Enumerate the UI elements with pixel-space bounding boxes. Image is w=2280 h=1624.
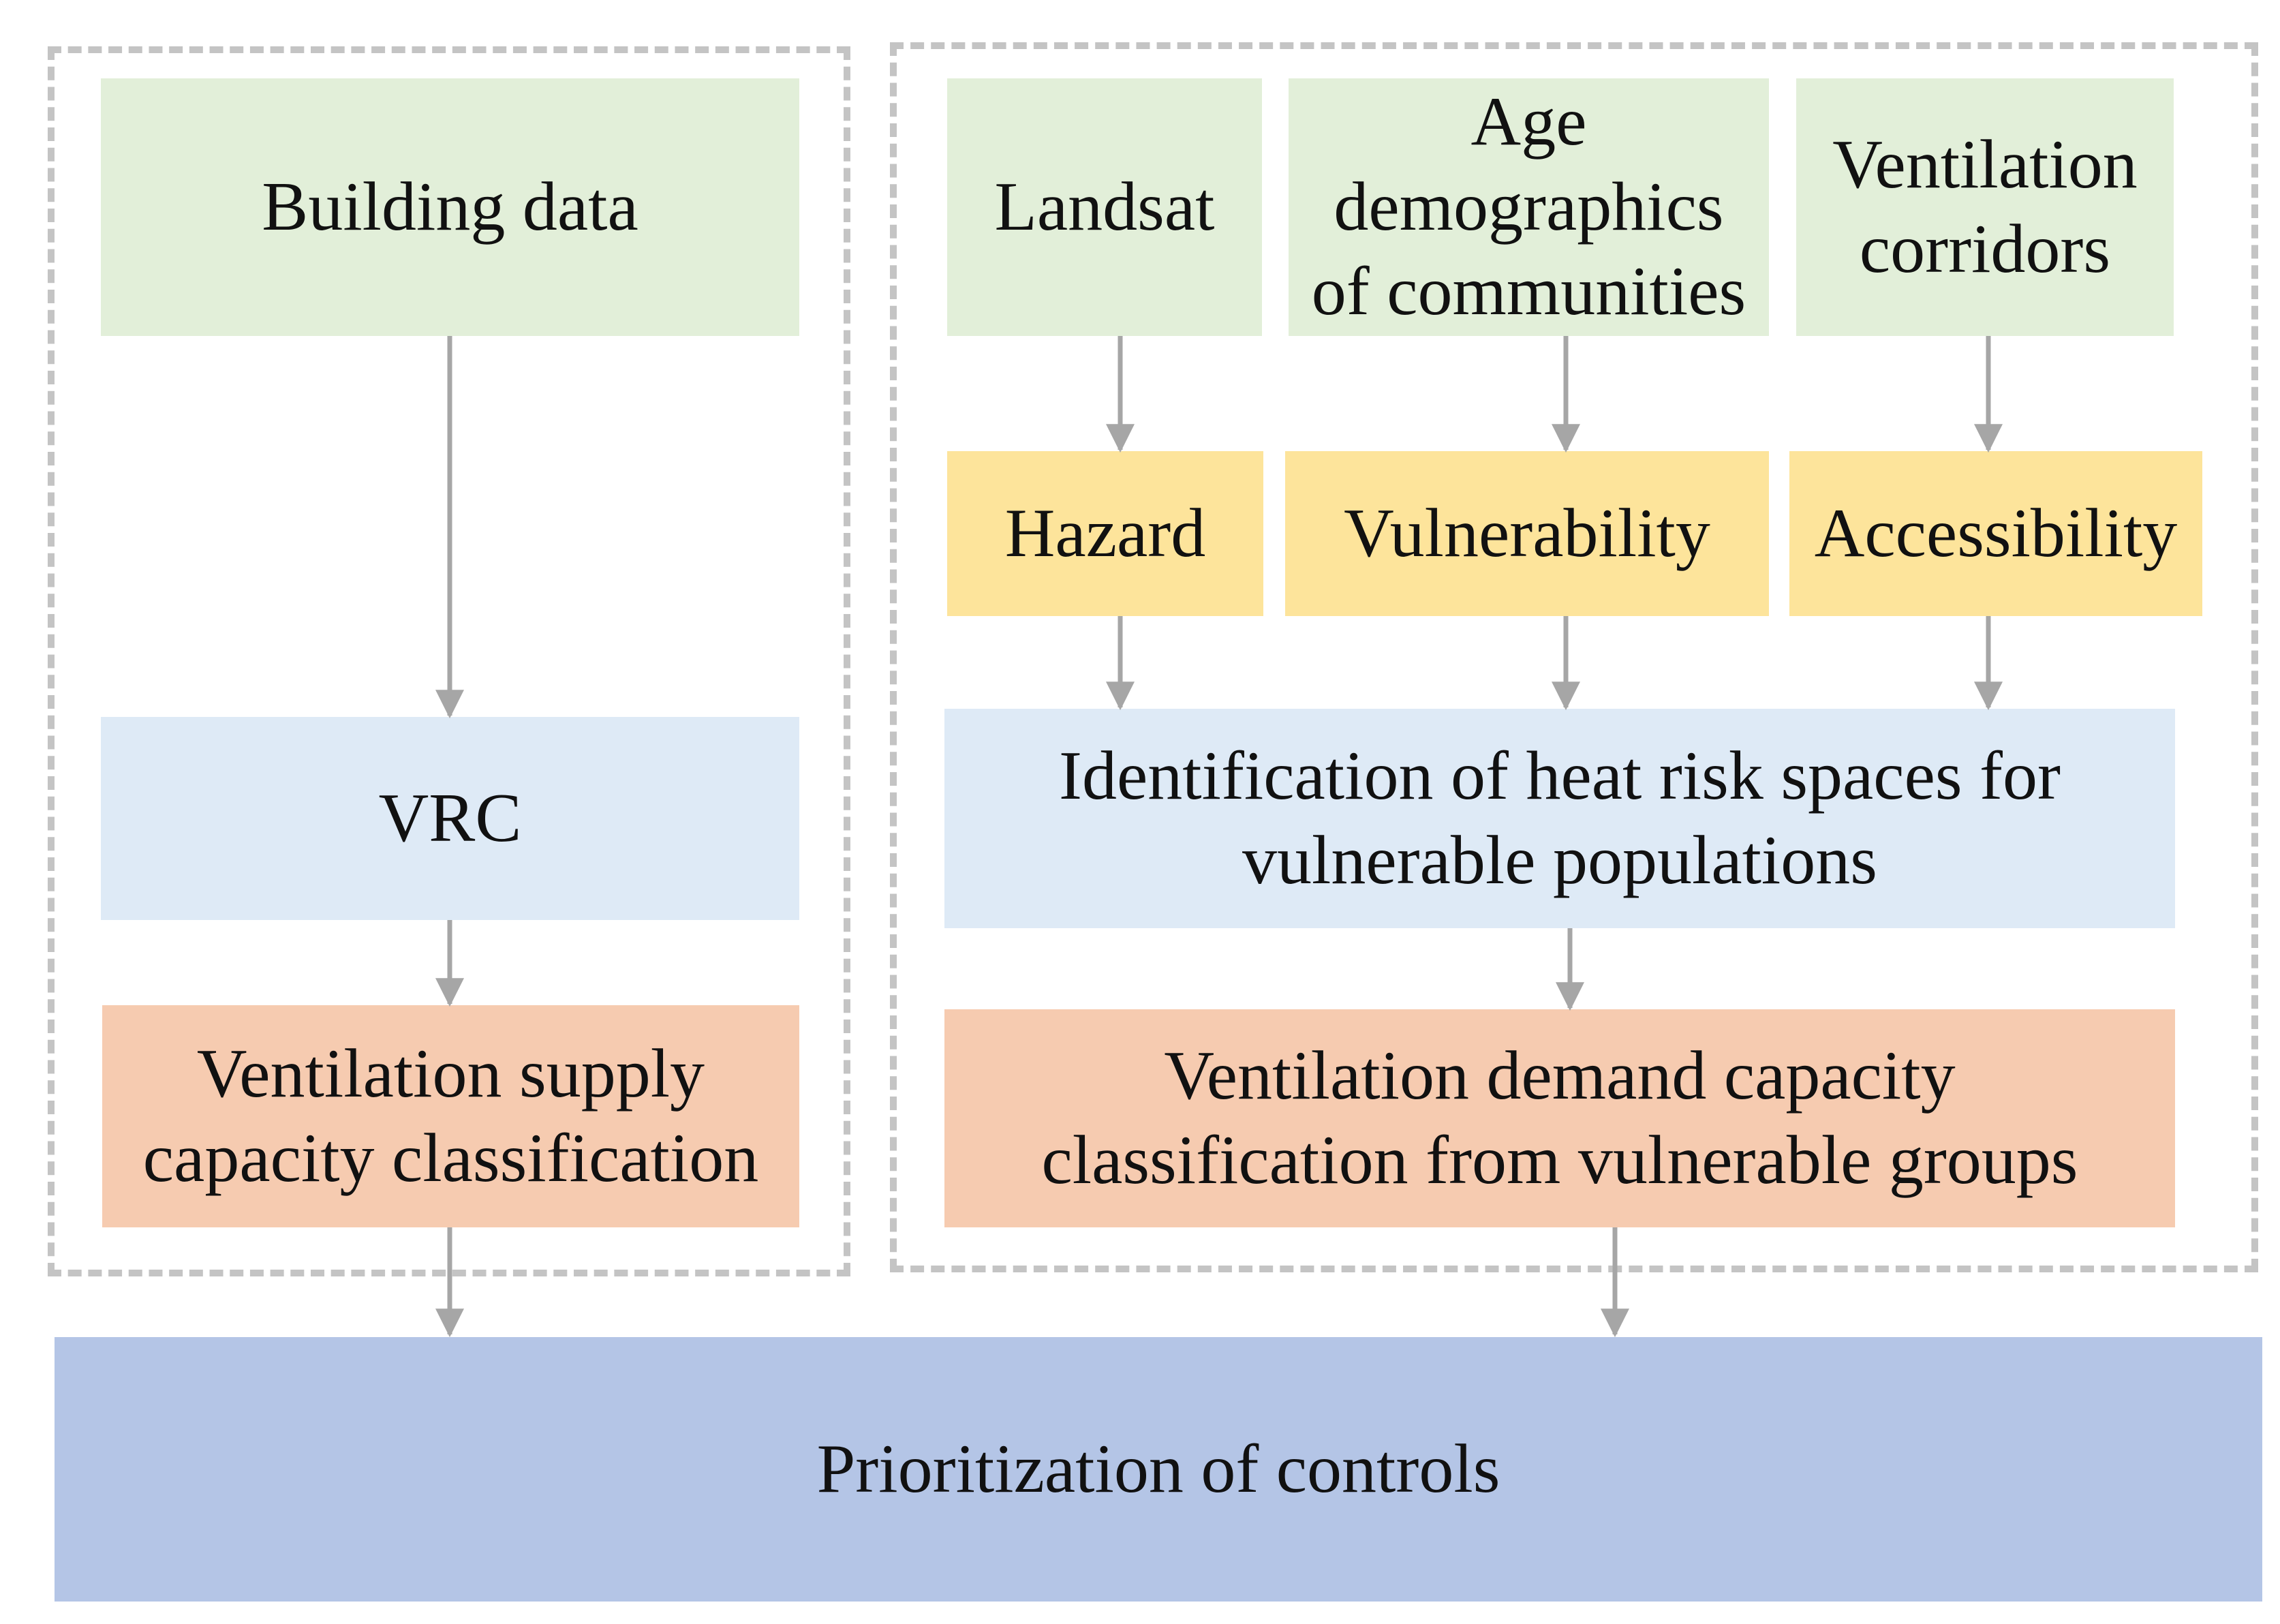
demand-classification-node: Ventilation demand capacity classificati… xyxy=(944,1009,2175,1227)
accessibility-label: Accessibility xyxy=(1814,494,2178,572)
supply-label-line-2: capacity classification xyxy=(142,1120,759,1197)
identification-label-line-1: Identification of heat risk spaces for xyxy=(1059,737,2061,814)
demand-label-line-1: Ventilation demand capacity xyxy=(1164,1037,1956,1114)
demand-label-line-2: classification from vulnerable groups xyxy=(1041,1122,2078,1199)
supply-label-line-1: Ventilation supply xyxy=(196,1035,705,1112)
age-demographics-node: Age demographics of communities xyxy=(1289,78,1769,336)
prioritization-node: Prioritization of controls xyxy=(55,1337,2262,1602)
vrc-node: VRC xyxy=(101,717,799,920)
building-data-label: Building data xyxy=(262,168,638,245)
landsat-label: Landsat xyxy=(994,168,1215,245)
prioritization-label: Prioritization of controls xyxy=(816,1430,1500,1507)
vrc-label: VRC xyxy=(378,779,522,857)
age-label-line-2: demographics xyxy=(1334,168,1724,245)
age-label-line-1: Age xyxy=(1470,83,1587,161)
corridors-label-line-2: corridors xyxy=(1859,211,2111,288)
vulnerability-label: Vulnerability xyxy=(1344,494,1710,572)
identification-label-line-2: vulnerable populations xyxy=(1242,822,1877,899)
vulnerability-node: Vulnerability xyxy=(1285,451,1769,616)
building-data-node: Building data xyxy=(101,78,799,336)
ventilation-corridors-node: Ventilation corridors xyxy=(1796,78,2174,336)
age-label-line-3: of communities xyxy=(1311,253,1746,331)
corridors-label-line-1: Ventilation xyxy=(1832,125,2138,203)
landsat-node: Landsat xyxy=(947,78,1262,336)
identification-node: Identification of heat risk spaces for v… xyxy=(944,709,2175,928)
hazard-node: Hazard xyxy=(947,451,1263,616)
demand-group-frame xyxy=(890,42,2258,1272)
accessibility-node: Accessibility xyxy=(1789,451,2202,616)
supply-classification-node: Ventilation supply capacity classificati… xyxy=(102,1005,799,1227)
hazard-label: Hazard xyxy=(1004,494,1206,572)
